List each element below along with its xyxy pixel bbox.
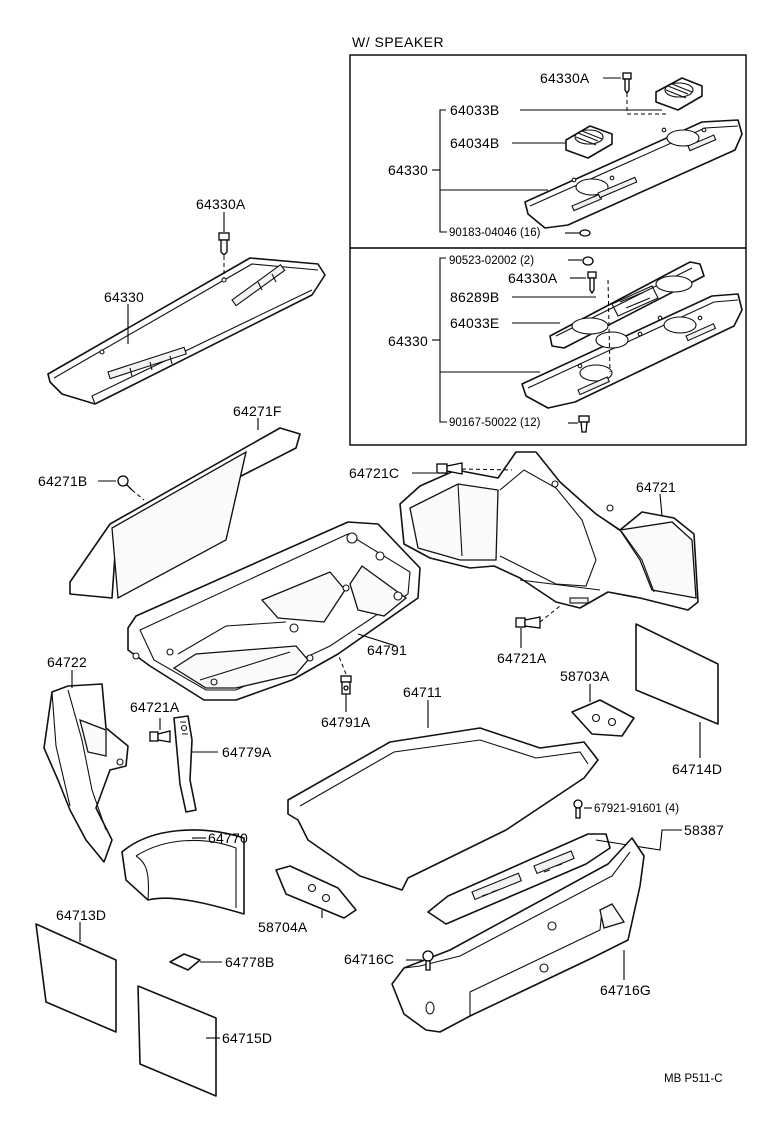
label-64779A: 64779A bbox=[222, 744, 272, 760]
speaker-grille-64033B[interactable] bbox=[655, 77, 703, 111]
label-64791: 64791 bbox=[367, 642, 407, 658]
package-tray-64330[interactable] bbox=[47, 257, 326, 405]
speaker-variant-box bbox=[349, 54, 747, 446]
label-64715D: 64715D bbox=[222, 1030, 272, 1046]
wheel-house-trim-64722[interactable] bbox=[43, 683, 129, 863]
nut-90523[interactable] bbox=[582, 256, 594, 266]
sheet-64715D[interactable] bbox=[137, 985, 217, 1097]
label-58704A: 58704A bbox=[258, 919, 308, 935]
label-90167-50022: 90167-50022 (12) bbox=[449, 417, 541, 429]
label-64714D: 64714D bbox=[672, 761, 722, 777]
label-58387: 58387 bbox=[684, 822, 724, 838]
label-64330A-box2: 64330A bbox=[508, 270, 558, 286]
screw-64721A-left[interactable] bbox=[149, 730, 171, 743]
label-64722: 64722 bbox=[47, 654, 87, 670]
nut-90183[interactable] bbox=[579, 229, 591, 237]
label-58703A: 58703A bbox=[560, 668, 610, 684]
scuff-plate-58387[interactable] bbox=[427, 833, 611, 925]
label-64034B: 64034B bbox=[450, 135, 499, 151]
label-64791A: 64791A bbox=[321, 714, 371, 730]
package-tray-with-speaker-upper[interactable] bbox=[524, 119, 743, 229]
label-64770: 64770 bbox=[208, 830, 248, 846]
trunk-floor-mat-64711[interactable] bbox=[287, 727, 599, 891]
label-90183-04046: 90183-04046 (16) bbox=[449, 227, 541, 239]
label-64721A-right: 64721A bbox=[497, 650, 547, 666]
sheet-64714D[interactable] bbox=[635, 623, 719, 725]
label-64721C: 64721C bbox=[349, 465, 399, 481]
screw-64721C[interactable] bbox=[436, 462, 463, 475]
clip-64330A[interactable] bbox=[218, 232, 230, 256]
section-title: W/ SPEAKER bbox=[352, 34, 444, 50]
label-90523-02002: 90523-02002 (2) bbox=[449, 255, 534, 267]
label-64711: 64711 bbox=[403, 684, 442, 700]
label-64271B: 64271B bbox=[38, 473, 87, 489]
clip-64791A[interactable] bbox=[340, 675, 352, 695]
sheet-64713D[interactable] bbox=[35, 923, 117, 1033]
screw-64271B[interactable] bbox=[117, 475, 133, 491]
label-67921-91601: 67921-91601 (4) bbox=[594, 803, 679, 815]
label-64330-box-top: 64330 bbox=[388, 162, 428, 178]
screw-64721A-right[interactable] bbox=[515, 616, 541, 629]
label-64033B: 64033B bbox=[450, 102, 499, 118]
speaker-box-64033E[interactable] bbox=[549, 261, 705, 349]
small-pad-64778B[interactable] bbox=[169, 953, 201, 971]
trunk-lid-liner-64791[interactable] bbox=[127, 521, 421, 701]
label-64330A: 64330A bbox=[196, 196, 246, 212]
label-64033E: 64033E bbox=[450, 315, 499, 331]
clip-64330A-box2[interactable] bbox=[587, 271, 597, 295]
label-64716G: 64716G bbox=[600, 982, 651, 998]
page-reference: MB P511-C bbox=[664, 1073, 723, 1085]
hinge-cover-64779A[interactable] bbox=[173, 715, 197, 813]
trim-panel-64271F[interactable] bbox=[69, 427, 301, 600]
clip-64716C[interactable] bbox=[422, 950, 434, 971]
rear-panel-trim-64716G[interactable] bbox=[391, 837, 645, 1033]
label-64721: 64721 bbox=[636, 479, 676, 495]
pad-58704A[interactable] bbox=[275, 865, 357, 919]
clip-67921-91601[interactable] bbox=[573, 799, 583, 819]
label-64271F: 64271F bbox=[233, 403, 282, 419]
label-64330A-box: 64330A bbox=[540, 70, 590, 86]
package-tray-with-speaker-lower[interactable] bbox=[521, 293, 743, 409]
label-64713D: 64713D bbox=[56, 907, 106, 923]
screw-90167[interactable] bbox=[578, 415, 590, 433]
label-86289B: 86289B bbox=[450, 289, 499, 305]
label-64330: 64330 bbox=[104, 289, 144, 305]
pad-58703A[interactable] bbox=[571, 699, 635, 737]
trunk-side-trim-64721[interactable] bbox=[399, 451, 699, 611]
label-64778B: 64778B bbox=[225, 954, 274, 970]
label-64330-box-bot: 64330 bbox=[388, 333, 428, 349]
speaker-grille-64034B[interactable] bbox=[565, 125, 613, 159]
wheel-house-cover-64770[interactable] bbox=[121, 829, 245, 915]
label-64721A-left: 64721A bbox=[130, 699, 180, 715]
label-64716C: 64716C bbox=[344, 951, 394, 967]
clip-64330A-box[interactable] bbox=[622, 72, 632, 95]
